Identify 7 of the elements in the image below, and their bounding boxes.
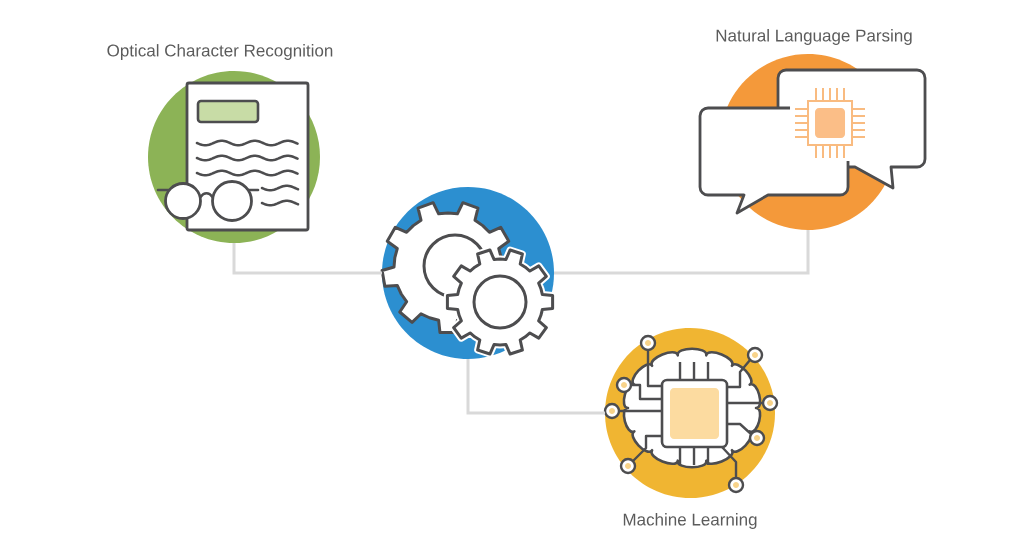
connector-line (232, 243, 382, 275)
caption-text: Optical Character Recognition (107, 44, 333, 60)
connector-line (466, 359, 605, 415)
gears-icon (380, 187, 557, 359)
caption-text: Machine Learning (623, 513, 757, 529)
caption-text: Natural Language Parsing (716, 29, 912, 45)
connector-line (554, 230, 810, 275)
